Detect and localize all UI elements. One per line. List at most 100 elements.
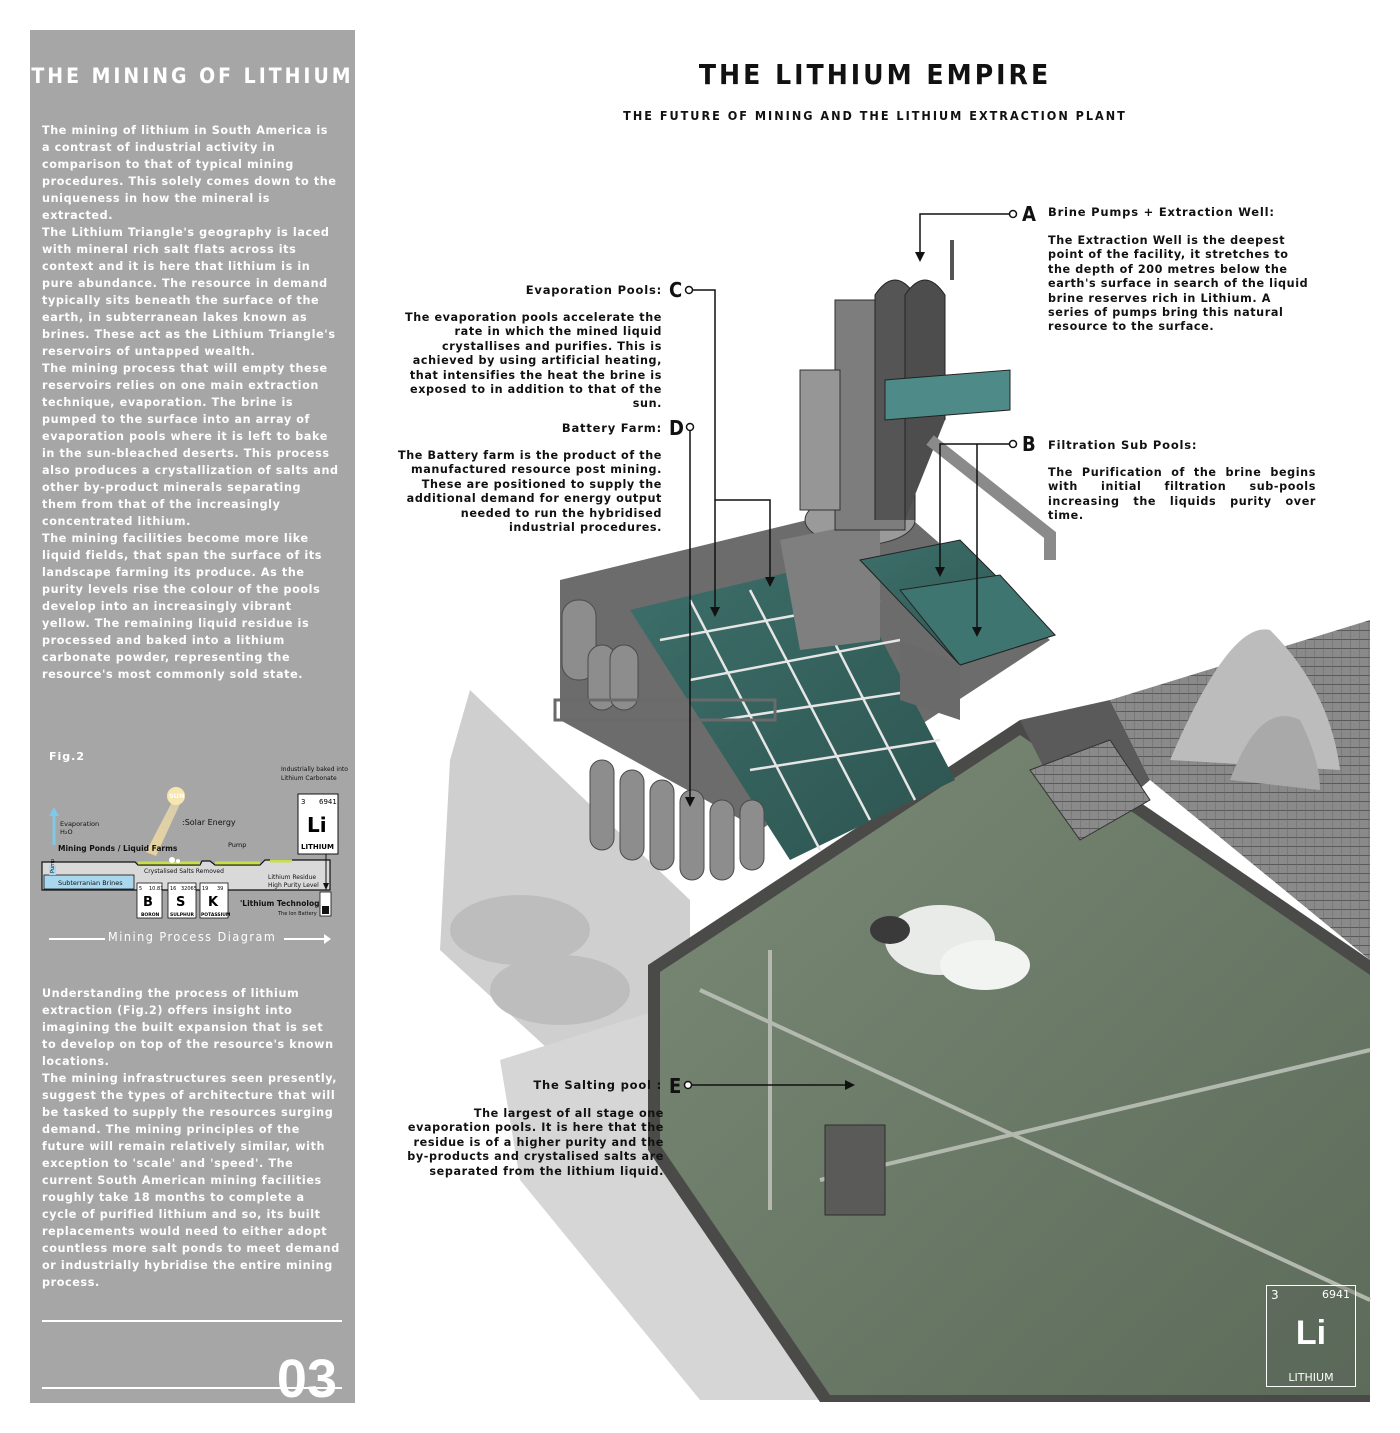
page-rule-bottom <box>42 1387 342 1389</box>
brines-text: Subterranian Brines <box>58 879 123 887</box>
element-card-boron: 5 10.81 B BORON <box>136 882 163 919</box>
tower-mast <box>950 240 954 280</box>
sidebar-panel: THE MINING OF LITHIUM The mining of lith… <box>30 30 355 1409</box>
evaporation-arrowhead <box>49 807 59 816</box>
pond-liquid <box>138 859 292 865</box>
tank-shadow <box>490 955 630 1025</box>
element-mass: 6941 <box>1322 1288 1350 1301</box>
svg-text:S: S <box>176 895 185 910</box>
svg-text:19: 19 <box>202 886 208 892</box>
leader-arrowheads <box>685 252 982 1090</box>
svg-text:10.81: 10.81 <box>149 886 163 892</box>
sidebar-paragraph: The mining infrastructures seen presentl… <box>42 1072 340 1289</box>
baked-line2: Lithium Carbonate <box>281 775 337 782</box>
annotation-c-title: Evaporation Pools: <box>525 283 662 297</box>
element-card-sulphur: 16 32065 S SULPHUR <box>167 882 197 919</box>
residue-line2: High Purity Level <box>268 882 319 889</box>
salt-mound <box>1230 716 1320 790</box>
page-subtitle: THE FUTURE OF MINING AND THE LITHIUM EXT… <box>623 108 1127 123</box>
figure-label: Fig.2 <box>49 750 85 763</box>
svg-text:LITHIUM: LITHIUM <box>301 843 334 851</box>
page-rule-top <box>42 1320 342 1322</box>
tech-text: 'Lithium Technology' <box>240 899 327 908</box>
annotation-b-body: The Purification of the brine begins wit… <box>1048 466 1316 523</box>
svg-text:K: K <box>208 895 219 910</box>
sun-text: SUN <box>169 792 184 800</box>
sidebar-paragraph: The mining facilities become more like l… <box>42 532 323 681</box>
stair-hall <box>780 520 880 650</box>
h2o-text: H₂O <box>60 828 73 836</box>
diagram-caption-line <box>49 938 105 940</box>
ground-shadow <box>440 690 690 1060</box>
element-card-lithium: 3 6941 Li LITHIUM <box>297 793 339 855</box>
baked-line1: Industrially baked into <box>281 766 348 773</box>
battery-fill <box>322 906 329 914</box>
annotation-d-letter: D <box>669 416 684 440</box>
battery-text: The Ion Battery <box>277 911 317 917</box>
element-card-potassium: 19 39 K POTASSIUM <box>199 882 231 919</box>
svg-text:B: B <box>143 895 153 910</box>
annotation-e-title: The Salting pool : <box>533 1078 662 1092</box>
sidebar-title: THE MINING OF LITHIUM <box>31 64 354 88</box>
annotation-e-body: The largest of all stage one evaporation… <box>407 1107 664 1178</box>
brine-reservoir <box>43 874 135 890</box>
pump-side-text: Pump <box>50 859 56 873</box>
sidebar-paragraph: The Lithium Triangle's geography is lace… <box>42 226 336 358</box>
mining-process-diagram: Evaporation H₂O SUN :Solar Energy Mining… <box>41 766 348 919</box>
solar-beam <box>146 800 180 856</box>
svg-text:Li: Li <box>307 813 327 837</box>
tower-pool <box>884 369 1011 421</box>
crystals-text: Crystalised Salts Removed <box>144 868 224 875</box>
pump-pipe <box>49 865 56 875</box>
diagram-caption: Mining Process Diagram <box>108 929 277 944</box>
annotation-d-title: Battery Farm: <box>561 421 662 435</box>
svg-text:16: 16 <box>170 886 176 892</box>
pool-pipe <box>699 988 1371 1302</box>
annotation-c-letter: C <box>669 278 683 302</box>
svg-text:39: 39 <box>217 886 223 892</box>
svg-text:6941: 6941 <box>319 798 337 806</box>
annotation-b-letter: B <box>1022 432 1036 456</box>
outflow-pipe <box>870 916 910 944</box>
tower-stair <box>799 369 841 511</box>
element-symbol: Li <box>1295 1314 1327 1352</box>
svg-text:BORON: BORON <box>141 912 160 918</box>
tank-shadow <box>450 895 590 965</box>
lithium-element-card: 3 6941 Li LITHIUM <box>1266 1285 1356 1387</box>
pool-pipe <box>819 1048 1371 1182</box>
battery-icon <box>319 891 332 917</box>
pump-text: Pump <box>228 841 246 849</box>
leader-lines <box>689 213 1013 1086</box>
svg-text:POTASSIUM: POTASSIUM <box>201 912 231 918</box>
annotation-e-letter: E <box>669 1074 682 1098</box>
leader-dots <box>683 209 1018 1090</box>
svg-text:32065: 32065 <box>181 886 197 892</box>
svg-text:SULPHUR: SULPHUR <box>170 912 194 918</box>
annotation-a-title: Brine Pumps + Extraction Well: <box>1048 205 1275 219</box>
diagram-caption-line <box>284 938 324 940</box>
pool-sluice <box>824 1124 886 1216</box>
svg-text:3: 3 <box>301 798 305 806</box>
battery-tanks <box>561 599 765 881</box>
sun-icon <box>167 787 185 805</box>
sidebar-paragraph: The mining process that will empty these… <box>42 362 339 528</box>
page-title: THE LITHIUM EMPIRE <box>698 58 1052 91</box>
ponds-text: Mining Ponds / Liquid Farms <box>58 844 178 853</box>
flume-channel <box>926 435 1056 560</box>
annotation-a-body: The Extraction Well is the deepest point… <box>1048 234 1309 334</box>
sidebar-paragraph: The mining of lithium in South America i… <box>42 124 337 222</box>
annotation-d-body: The Battery farm is the product of the m… <box>397 449 662 535</box>
sidebar-paragraph: Understanding the process of lithium ext… <box>42 987 334 1068</box>
annotation-a-letter: A <box>1022 202 1036 226</box>
filtration-pool-base <box>900 640 960 720</box>
walkway <box>1029 739 1151 841</box>
residue-line1: Lithium Residue <box>268 874 316 881</box>
page-number: 03 <box>276 1349 337 1409</box>
evaporation-text: Evaporation <box>60 820 99 828</box>
salt-mound <box>176 859 180 863</box>
svg-text:5: 5 <box>139 886 142 892</box>
caption-arrowhead <box>324 934 331 944</box>
flow-arrowhead <box>323 883 329 890</box>
annotation-b-title: Filtration Sub Pools: <box>1048 438 1198 452</box>
